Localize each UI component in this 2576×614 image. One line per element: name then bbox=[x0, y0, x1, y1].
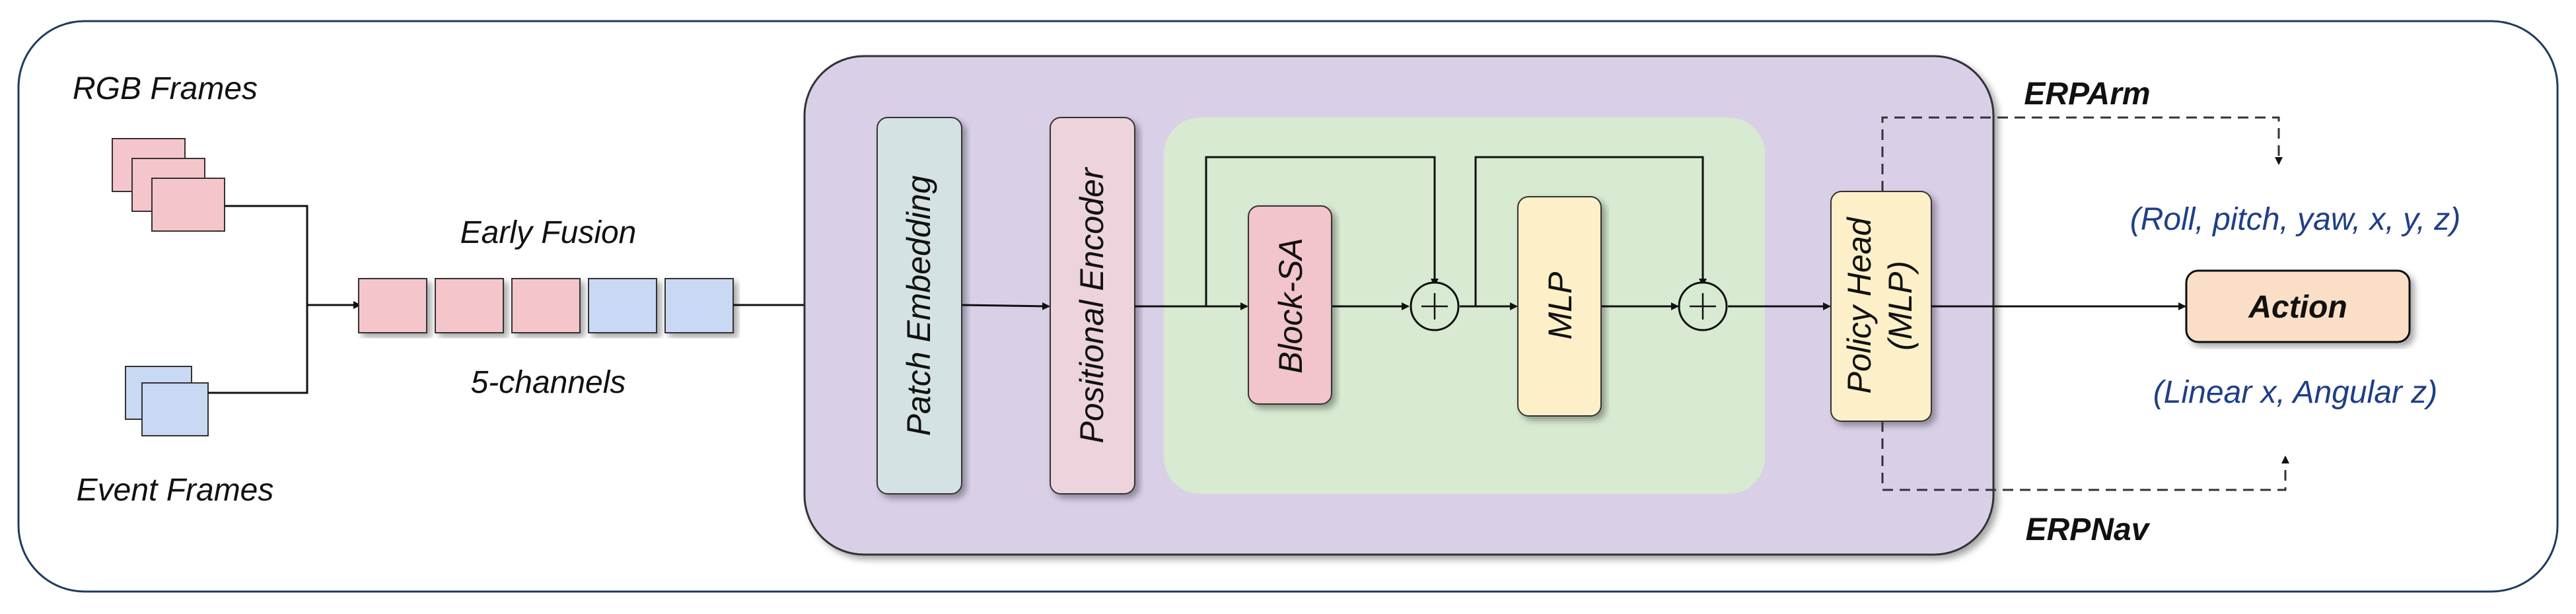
policy-head-label: Policy Head bbox=[1841, 216, 1878, 393]
arrow-to-positional-encoder bbox=[961, 302, 1050, 310]
fusion-channel-event-1 bbox=[588, 278, 657, 333]
erpnav-values: (Linear x, Angular z) bbox=[2153, 375, 2437, 410]
block-sa-box bbox=[1248, 205, 1332, 405]
residual-add-2 bbox=[1678, 281, 1728, 331]
block-sa-label: Block-SA bbox=[1272, 238, 1309, 374]
patch-embedding-label: Patch Embedding bbox=[900, 175, 937, 436]
action-box bbox=[2185, 269, 2411, 343]
residual-add-1 bbox=[1410, 281, 1460, 331]
event-frames-label: Event Frames bbox=[77, 473, 274, 508]
attention-connectors bbox=[1135, 156, 1831, 310]
mlp-box bbox=[1517, 196, 1602, 417]
erpnav-label: ERPNav bbox=[2026, 512, 2151, 547]
output-branches bbox=[1881, 116, 2289, 491]
rgb-frames-stack bbox=[112, 138, 225, 232]
merge-connector bbox=[208, 205, 361, 394]
policy-head-sublabel: (MLP) bbox=[1882, 261, 1919, 351]
erparm-values: (Roll, pitch, yaw, x, y, z) bbox=[2130, 202, 2461, 237]
mlp-label: MLP bbox=[1542, 271, 1579, 339]
fusion-channel-rgb-3 bbox=[511, 278, 581, 333]
fusion-channel-rgb-1 bbox=[358, 278, 427, 333]
action-label: Action bbox=[2248, 290, 2347, 325]
event-frames-stack bbox=[125, 366, 209, 436]
fusion-channels bbox=[358, 278, 734, 333]
erparm-label: ERPArm bbox=[2024, 77, 2150, 112]
fusion-channel-event-2 bbox=[664, 278, 734, 333]
early-fusion-label: Early Fusion bbox=[460, 215, 637, 250]
rgb-frames-label: RGB Frames bbox=[73, 71, 258, 106]
fusion-channel-rgb-2 bbox=[435, 278, 504, 333]
channels-label: 5-channels bbox=[471, 365, 626, 400]
positional-encoder-label: Positional Encoder bbox=[1073, 166, 1110, 443]
